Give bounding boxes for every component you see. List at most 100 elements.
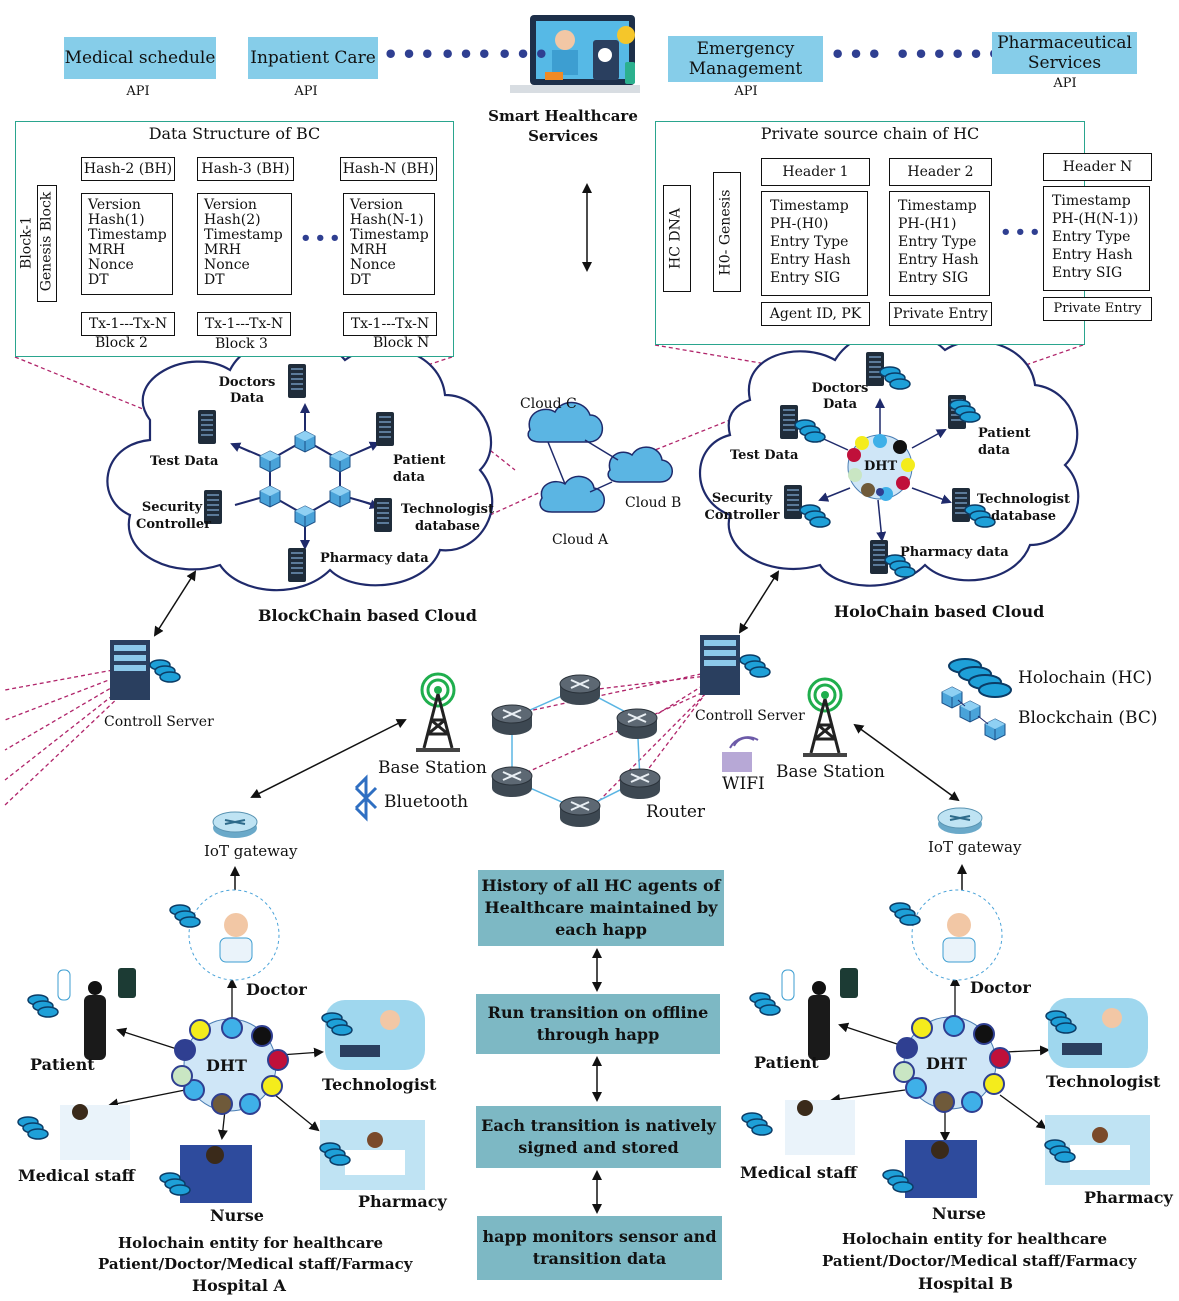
service-medical-schedule: Medical schedule [64, 37, 216, 79]
legend-holochain-label: Holochain (HC) [1018, 668, 1153, 688]
block-n-fields: Version Hash(N-1) Timestamp MRH Nonce DT [343, 193, 435, 295]
service-inpatient-care: Inpatient Care [248, 37, 378, 79]
hospital-a-caption-2: Patient/Doctor/Medical staff/Farmacy [98, 1255, 413, 1273]
cloud-c-label: Cloud C [520, 396, 577, 412]
cloud-a-label: Cloud A [552, 532, 609, 548]
cloud-b-label: Cloud B [625, 495, 682, 511]
base-station-a-label: Base Station [378, 758, 487, 778]
service-pharmaceutical: Pharmaceutical Services [992, 32, 1137, 74]
bc-node-test: Test Data [150, 454, 219, 469]
hc-dna-box: HC DNA [663, 185, 691, 292]
iot-gateway-a-label: IoT gateway [204, 842, 298, 860]
bc-server-technologist-icon [374, 498, 392, 532]
hospital-a-doctor: Doctor [246, 980, 307, 999]
hc-chain-title: Private source chain of HC [760, 124, 980, 143]
legend-holochain-icon [948, 658, 1012, 698]
iot-gateway-b-icon [937, 807, 983, 835]
base-station-b-label: Base Station [776, 762, 885, 782]
bc-node-security: Security Controller [136, 500, 211, 532]
smart-healthcare-label: Smart Healthcare Services [488, 107, 638, 145]
cloud-icons [527, 401, 673, 513]
block-3-fields: Version Hash(2) Timestamp MRH Nonce DT [197, 193, 292, 295]
tx-list-2: Tx-1---Tx-N [81, 312, 175, 336]
bc-cube-network [230, 403, 380, 550]
block-2-label: Block 2 [95, 335, 148, 351]
ellipsis-dots: ••• [830, 40, 886, 69]
hc-node-test: Test Data [730, 448, 799, 463]
block1-label: Block-1 [17, 195, 35, 295]
hc-node-security: Security Controller [704, 491, 780, 523]
control-server-b-icon [700, 635, 771, 695]
hc-node-doctors: Doctors Data [811, 381, 869, 412]
base-station-b-icon [801, 677, 849, 759]
legend-blockchain-label: Blockchain (BC) [1018, 708, 1158, 728]
block-3-label: Block 3 [215, 336, 268, 352]
hospital-a-pharmacy: Pharmacy [358, 1192, 447, 1211]
hospital-b-technologist: Technologist [1046, 1072, 1161, 1091]
bc-server-patient-icon [376, 412, 394, 446]
hospital-b-doctor: Doctor [970, 978, 1031, 997]
bc-node-doctors: Doctors Data [218, 375, 276, 406]
service-emergency-management: Emergency Management [668, 36, 823, 82]
tx-list-n: Tx-1---Tx-N [343, 312, 437, 336]
hospital-a-dht [108, 978, 324, 1140]
hc-node-patient: Patient data [978, 426, 1031, 458]
hash-header-2: Hash-2 (BH) [81, 157, 175, 181]
api-label: API [294, 84, 318, 99]
hospital-a-medical-staff: Medical staff [18, 1166, 135, 1185]
flow-step-4: happ monitors sensor and transition data [477, 1216, 722, 1280]
hospital-b-dht [830, 976, 1050, 1142]
hospital-a-caption-1: Holochain entity for healthcare [118, 1234, 383, 1252]
flow-step-3: Each transition is natively signed and s… [476, 1106, 721, 1168]
bc-server-test-icon [198, 410, 216, 444]
api-label: API [126, 84, 150, 99]
hospital-b-pharmacy: Pharmacy [1084, 1188, 1173, 1207]
wifi-icon [722, 736, 759, 772]
iot-gateway-b-label: IoT gateway [928, 838, 1022, 856]
hc-header-n: Header N [1043, 153, 1152, 181]
flow-step-1: History of all HC agents of Healthcare m… [478, 870, 724, 946]
hospital-b-medical-staff: Medical staff [740, 1163, 857, 1182]
hc-cloud-dht [813, 398, 952, 542]
api-label: API [734, 84, 758, 99]
hospital-b-nurse: Nurse [932, 1204, 986, 1223]
control-server-a-icon [110, 640, 181, 700]
hc-entry-2: Timestamp PH-(H1) Entry Type Entry Hash … [889, 191, 990, 296]
iot-gateway-a-icon [212, 811, 258, 839]
bc-server-doctors-icon [288, 364, 306, 398]
smart-healthcare-icon [510, 15, 640, 93]
block-n-label: Block N [373, 335, 430, 351]
hospital-a-agents [57, 889, 425, 1203]
hospital-a-patient: Patient [30, 1055, 95, 1074]
ellipsis-dots: ••• [1000, 222, 1044, 243]
legend-blockchain-icon [941, 686, 1006, 741]
genesis-block: Genesis Block [37, 185, 57, 302]
router-ring [491, 674, 661, 828]
hospital-b-patient: Patient [754, 1053, 819, 1072]
tx-list-3: Tx-1---Tx-N [197, 312, 291, 336]
hc-cloud-caption: HoloChain based Cloud [834, 602, 1045, 621]
hospital-b-caption-1: Holochain entity for healthcare [842, 1230, 1107, 1248]
ellipsis-dots: ••• [497, 40, 553, 69]
ellipsis-dots: ••• [440, 40, 496, 69]
bc-structure-title: Data Structure of BC [148, 124, 321, 143]
hash-header-3: Hash-3 (BH) [197, 157, 294, 181]
hc-chain-panel: Private source chain of HC [655, 121, 1085, 345]
ellipsis-dots: ••• [383, 40, 439, 69]
hospital-a-dht-label: DHT [206, 1056, 247, 1075]
hospital-a-nurse: Nurse [210, 1206, 264, 1225]
hc-header-1: Header 1 [761, 158, 870, 186]
hospital-a-name: Hospital A [192, 1276, 286, 1295]
router-label: Router [646, 802, 706, 822]
hc-footer-1: Agent ID, PK [761, 302, 870, 326]
bc-cloud-caption: BlockChain based Cloud [258, 606, 477, 625]
wifi-label: WIFI [722, 774, 765, 794]
hc-entry-1: Timestamp PH-(H0) Entry Type Entry Hash … [761, 191, 868, 296]
hash-header-n: Hash-N (BH) [340, 157, 437, 181]
hc-header-2: Header 2 [889, 158, 992, 186]
hospital-b-caption-2: Patient/Doctor/Medical staff/Farmacy [822, 1252, 1137, 1270]
bc-node-patient: Patient data [393, 453, 446, 485]
bluetooth-label: Bluetooth [384, 792, 469, 812]
